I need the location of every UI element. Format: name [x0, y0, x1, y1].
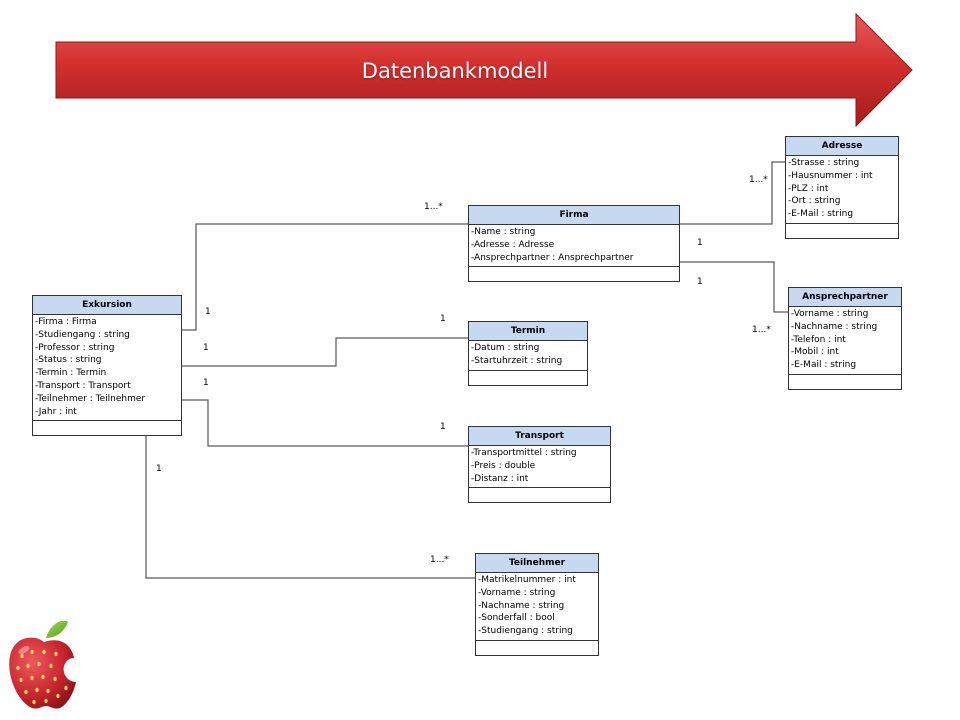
mult-exkursion-termin-target: 1: [440, 314, 446, 324]
class-ansprechpartner-attribute: -Vorname : string: [791, 309, 869, 319]
mult-firma-adresse-target: 1...*: [749, 175, 768, 185]
class-transport: Transport -Transportmittel : string -Prei…: [468, 426, 611, 504]
class-ansprechpartner-attribute: -Nachname : string: [791, 321, 878, 332]
banner-title: Datenbankmodell: [361, 59, 549, 83]
class-transport-attribute: -Transportmittel : string: [471, 448, 577, 458]
class-adresse-attribute: -Ort : string: [788, 196, 841, 207]
class-exkursion-attributes: -Firma : Firma -Studiengang : string -Prof…: [33, 315, 181, 422]
class-ansprechpartner-name: Ansprechpartner: [789, 288, 901, 307]
mult-exkursion-transport-target: 1: [440, 422, 446, 432]
line-exkursion-teilnehmer: [145, 436, 476, 579]
line-exkursion-termin: [182, 337, 470, 367]
class-adresse-operations: [786, 224, 898, 238]
class-adresse: Adresse -Strasse : string -Hausnummer : i…: [785, 136, 899, 239]
class-teilnehmer-operations: [476, 641, 598, 655]
class-exkursion-attribute: -Transport : Transport: [35, 380, 131, 391]
class-termin-attribute: -Datum : string: [471, 343, 540, 353]
class-exkursion-attribute: -Teilnehmer : Teilnehmer: [35, 393, 146, 404]
class-exkursion-attribute: -Professor : string: [35, 342, 115, 353]
class-teilnehmer: Teilnehmer -Matrikelnummer : int -Vorname…: [475, 553, 599, 656]
class-firma-name: Firma: [469, 206, 679, 225]
class-teilnehmer-attribute: -Matrikelnummer : int: [478, 575, 576, 585]
class-teilnehmer-attributes: -Matrikelnummer : int -Vorname : string -N…: [476, 573, 598, 641]
mult-exkursion-termin-source: 1: [203, 343, 209, 353]
banner-arrow-shape: [55, 12, 913, 128]
class-transport-attribute: -Distanz : int: [471, 473, 529, 484]
class-firma-attribute: -Name : string: [471, 227, 536, 237]
class-exkursion-attribute: -Studiengang : string: [35, 329, 130, 340]
class-transport-name: Transport: [469, 427, 610, 446]
line-firma-adresse: [679, 161, 786, 225]
class-transport-attribute: -Preis : double: [471, 460, 536, 471]
line-exkursion-transport: [182, 399, 470, 447]
class-transport-attributes: -Transportmittel : string -Preis : double…: [469, 446, 610, 489]
class-adresse-attribute: -Hausnummer : int: [788, 170, 873, 181]
class-firma-attribute: -Adresse : Adresse: [471, 239, 555, 250]
mult-exkursion-teilnehmer-source: 1: [156, 464, 162, 474]
class-exkursion-operations: [33, 421, 181, 435]
seed-dots-icon: [16, 649, 68, 705]
class-adresse-attribute: -E-Mail : string: [788, 209, 854, 220]
class-exkursion: Exkursion -Firma : Firma -Studiengang : s…: [32, 295, 182, 437]
mult-firma-adresse-source: 1: [697, 238, 703, 248]
mult-firma-ansprechpartner-source: 1: [697, 277, 703, 287]
line-firma-ansprechpartner: [679, 261, 789, 313]
class-firma-attribute: -Ansprechpartner : Ansprechpartner: [471, 252, 634, 263]
mult-exkursion-firma-source: 1: [205, 307, 211, 317]
class-teilnehmer-name: Teilnehmer: [476, 554, 598, 573]
mult-exkursion-firma-target: 1...*: [424, 202, 443, 212]
class-teilnehmer-attribute: -Nachname : string: [478, 600, 565, 611]
class-ansprechpartner-operations: [789, 375, 901, 389]
class-firma: Firma -Name : string -Adresse : Adresse -A…: [468, 205, 680, 283]
class-exkursion-name: Exkursion: [33, 296, 181, 315]
apple-body-icon: [9, 637, 76, 709]
mult-exkursion-transport-source: 1: [203, 378, 209, 388]
class-transport-operations: [469, 488, 610, 502]
leaf-icon: [46, 620, 68, 638]
class-teilnehmer-attribute: -Sonderfall : bool: [478, 613, 555, 624]
mult-exkursion-teilnehmer-target: 1...*: [430, 555, 449, 565]
class-ansprechpartner-attribute: -E-Mail : string: [791, 360, 857, 371]
class-teilnehmer-attribute: -Vorname : string: [478, 587, 556, 598]
class-ansprechpartner-attributes: -Vorname : string -Nachname : string -Tele…: [789, 307, 901, 375]
class-ansprechpartner-attribute: -Telefon : int: [791, 334, 846, 345]
line-exkursion-firma: [182, 223, 470, 331]
class-ansprechpartner-attribute: -Mobil : int: [791, 347, 839, 358]
class-firma-operations: [469, 267, 679, 281]
class-termin-attribute: -Startuhrzeit : string: [471, 355, 563, 366]
class-adresse-attributes: -Strasse : string -Hausnummer : int -PLZ :…: [786, 156, 898, 224]
class-termin-name: Termin: [469, 322, 587, 341]
mult-firma-ansprechpartner-target: 1...*: [752, 325, 771, 335]
class-exkursion-attribute: -Termin : Termin: [35, 368, 107, 379]
class-firma-attributes: -Name : string -Adresse : Adresse -Ansprec…: [469, 225, 679, 268]
strawberry-logo: [9, 620, 76, 709]
class-exkursion-attribute: -Firma : Firma: [35, 317, 97, 327]
class-ansprechpartner: Ansprechpartner -Vorname : string -Nachna…: [788, 287, 902, 390]
class-exkursion-attribute: -Status : string: [35, 355, 102, 366]
class-adresse-attribute: -Strasse : string: [788, 158, 860, 168]
class-adresse-name: Adresse: [786, 137, 898, 156]
class-teilnehmer-attribute: -Studiengang : string: [478, 626, 573, 637]
class-exkursion-attribute: -Jahr : int: [35, 406, 77, 417]
class-termin-attributes: -Datum : string -Startuhrzeit : string: [469, 341, 587, 371]
class-adresse-attribute: -PLZ : int: [788, 183, 829, 194]
class-termin-operations: [469, 371, 587, 385]
class-termin: Termin -Datum : string -Startuhrzeit : st…: [468, 321, 588, 386]
